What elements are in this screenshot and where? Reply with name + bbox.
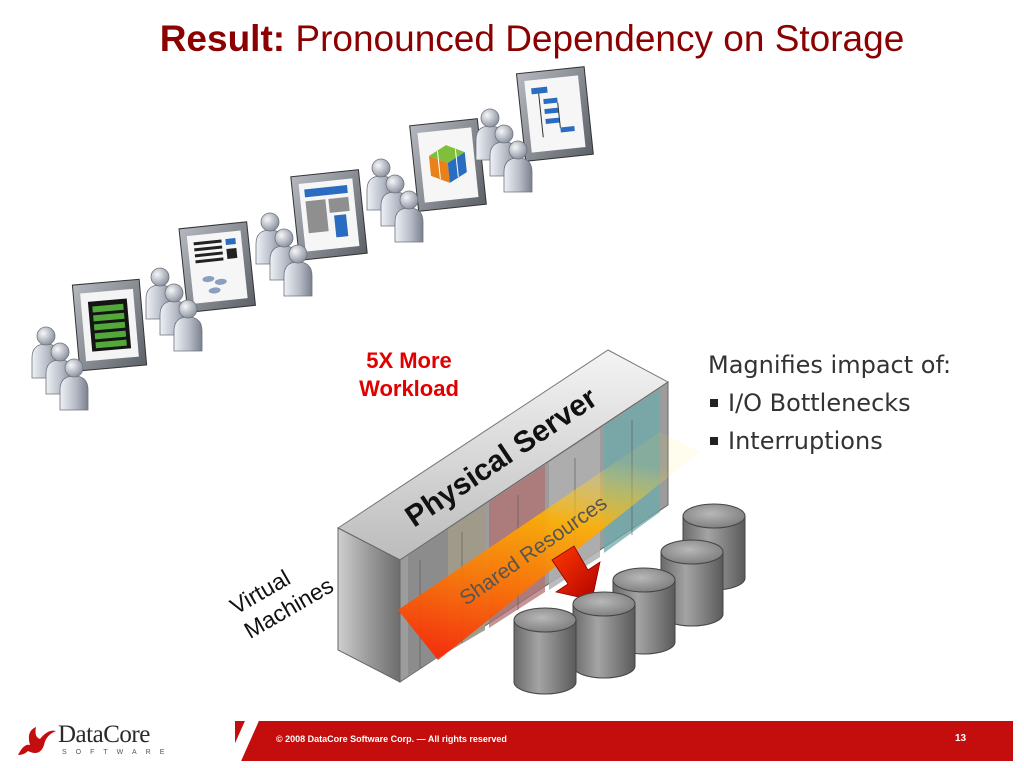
slide-footer: DataCore SOFTWARE © 2008 DataCore Softwa… bbox=[0, 719, 1024, 768]
workload-line-1: 5X More bbox=[366, 348, 452, 373]
title-emphasis: Result: bbox=[159, 18, 286, 59]
storage-disk-icon bbox=[572, 591, 636, 679]
workload-callout: 5X More Workload bbox=[344, 347, 474, 403]
footer-bar bbox=[235, 721, 1013, 761]
copyright-text: © 2008 DataCore Software Corp. — All rig… bbox=[276, 734, 507, 744]
impact-heading: Magnifies impact of: bbox=[708, 351, 952, 379]
application-window-icon bbox=[71, 278, 148, 372]
application-window-icon bbox=[178, 221, 256, 313]
arrow-down-icon bbox=[551, 545, 601, 601]
page-number: 13 bbox=[955, 733, 967, 744]
logo-subtitle: SOFTWARE bbox=[62, 749, 174, 756]
datacore-logo-mark-icon bbox=[18, 727, 56, 755]
impact-bullet-text: Interruptions bbox=[728, 427, 883, 455]
datacore-logo: DataCore SOFTWARE bbox=[12, 719, 237, 763]
logo-wordmark: DataCore bbox=[58, 721, 150, 748]
impact-list: Magnifies impact of: I/O Bottlenecks Int… bbox=[708, 346, 951, 460]
impact-bullet: Interruptions bbox=[708, 422, 951, 460]
application-window-icon bbox=[409, 118, 487, 212]
title-rest: Pronounced Dependency on Storage bbox=[285, 18, 905, 59]
slide-title: Result: Pronounced Dependency on Storage bbox=[0, 18, 1024, 60]
impact-bullet-text: I/O Bottlenecks bbox=[728, 389, 911, 417]
workload-line-2: Workload bbox=[359, 376, 459, 401]
bullet-square-icon bbox=[710, 437, 718, 445]
impact-bullet: I/O Bottlenecks bbox=[708, 384, 951, 422]
storage-disk-icon bbox=[513, 607, 577, 695]
bullet-square-icon bbox=[710, 399, 718, 407]
application-window-icon bbox=[515, 66, 594, 162]
application-window-icon bbox=[290, 169, 368, 261]
